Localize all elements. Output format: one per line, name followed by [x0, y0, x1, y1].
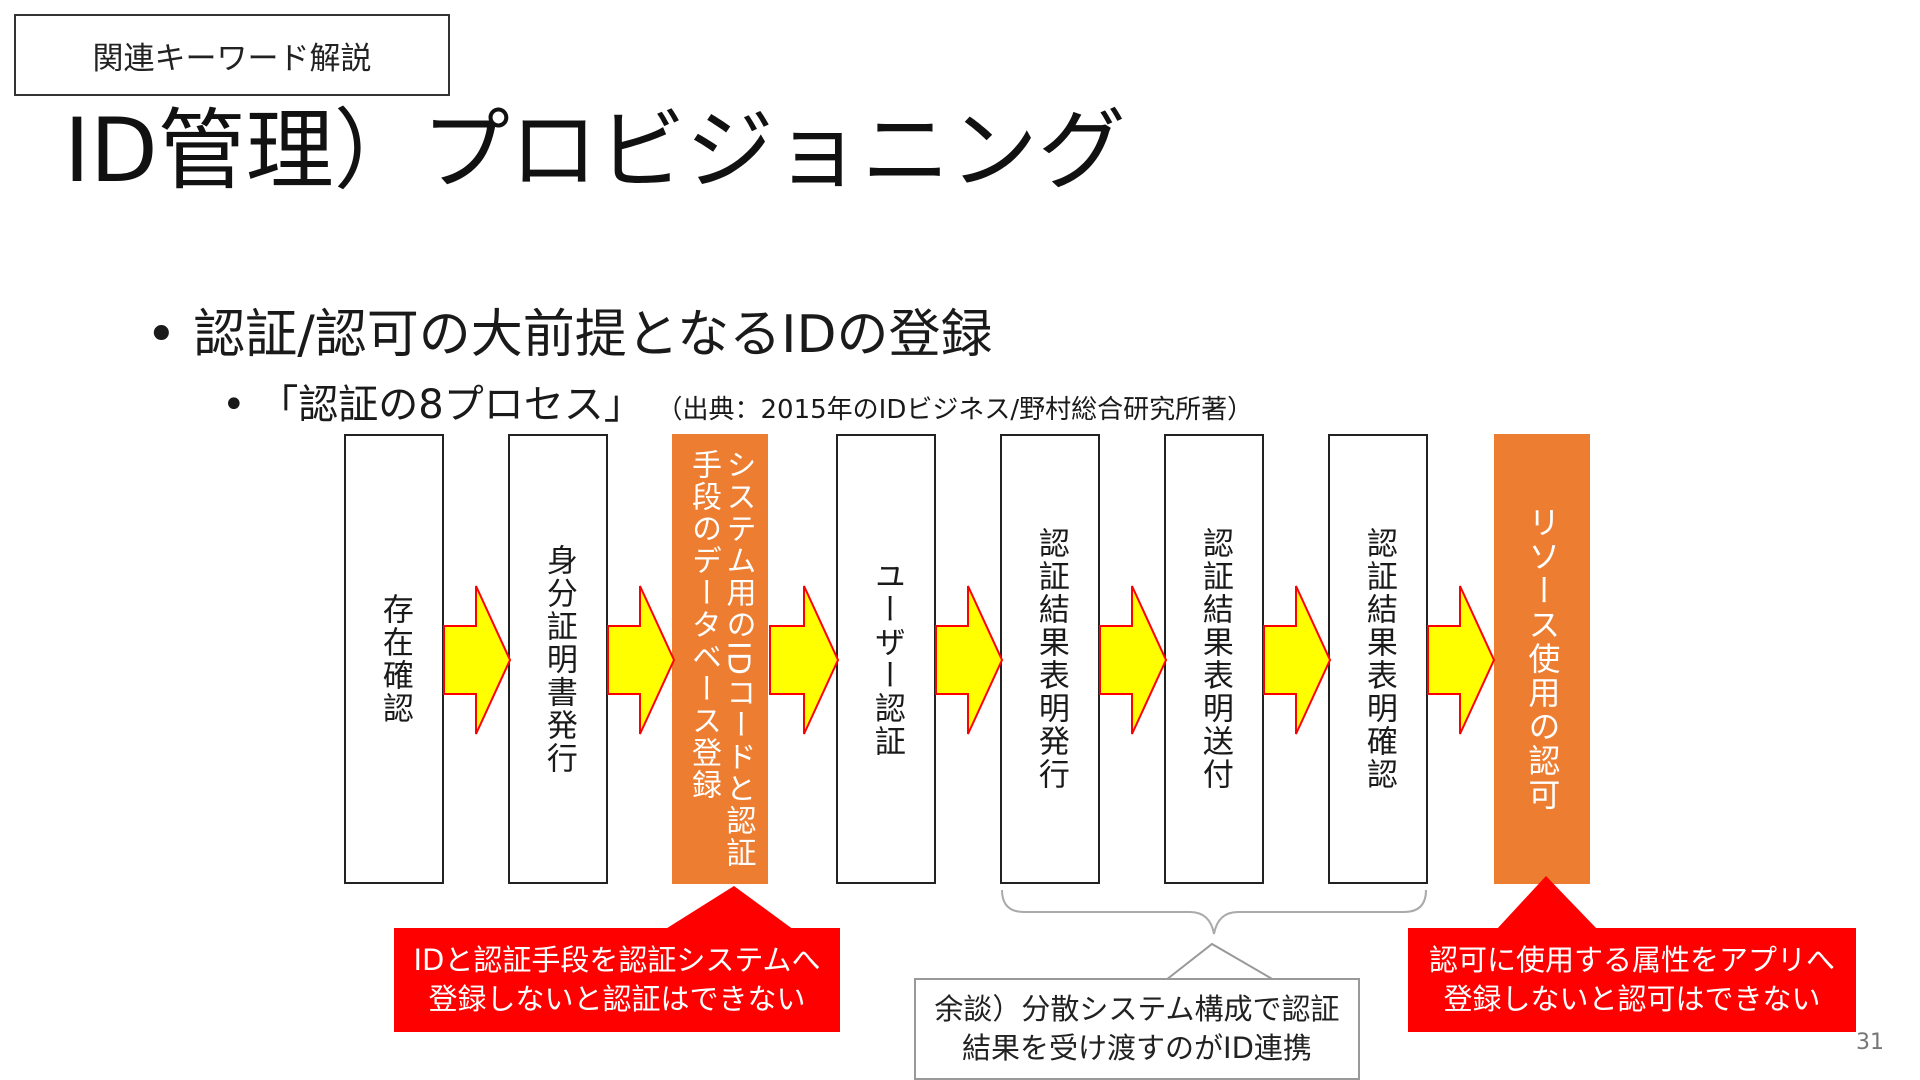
- callout-pointer-center: [1163, 942, 1278, 981]
- callout-left: IDと認証手段を認証システムへ登録しないと認証はできない: [394, 928, 840, 1032]
- callout-right-line1: 認可に使用する属性をアプリへ: [1428, 942, 1835, 977]
- arrow-icon: [1263, 585, 1332, 735]
- bullet-level2-text: 「認証の8プロセス」: [258, 382, 644, 428]
- arrow-icon: [769, 585, 840, 735]
- step-label-3-line1: システム用のIDコードと認証: [720, 449, 756, 869]
- callout-center-line1: 余談）分散システム構成で認証: [934, 991, 1340, 1026]
- arrow-icon: [607, 585, 676, 735]
- bullet-level2: • 「認証の8プロセス」 （出典：2015年のIDビジネス/野村総合研究所著）: [222, 372, 1253, 430]
- callout-left-line2: 登録しないと認証はできない: [428, 982, 806, 1016]
- callout-center-line2: 結果を受け渡すのがID連携: [962, 1031, 1312, 1065]
- step-box-5: 認証結果表明発行: [1000, 434, 1100, 884]
- step-label-3: システム用のIDコードと認証手段のデータベース登録: [686, 449, 756, 869]
- header-tag-label: 関連キーワード解説: [92, 40, 372, 77]
- callout-right: 認可に使用する属性をアプリへ登録しないと認可はできない: [1408, 928, 1856, 1032]
- step-box-7: 認証結果表明確認: [1328, 434, 1428, 884]
- bullet-mark: •: [146, 305, 177, 365]
- callout-center: 余談）分散システム構成で認証結果を受け渡すのがID連携: [914, 978, 1360, 1080]
- step-label-2: 身分証明書発行: [540, 543, 577, 775]
- step-box-3: システム用のIDコードと認証手段のデータベース登録: [672, 434, 768, 884]
- process-arrows: [443, 585, 1496, 735]
- arrow-icon: [1099, 585, 1168, 735]
- header-tag: 関連キーワード解説: [14, 14, 450, 96]
- step-label-8: リソース使用の認可: [1523, 506, 1562, 812]
- callout-right-line2: 登録しないと認可はできない: [1443, 982, 1821, 1016]
- step-label-4: ユーザー認証: [868, 560, 905, 758]
- page-number: 31: [1856, 1030, 1884, 1055]
- step-box-2: 身分証明書発行: [508, 434, 608, 884]
- step-label-1: 存在確認: [376, 593, 413, 725]
- callout-pointer-left: [664, 886, 794, 930]
- bullet-level2-source: （出典：2015年のIDビジネス/野村総合研究所著）: [656, 395, 1254, 425]
- step-label-6: 認証結果表明送付: [1196, 527, 1233, 791]
- bullet-level1: • 認証/認可の大前提となるIDの登録: [146, 292, 993, 367]
- brace-icon: [1001, 889, 1427, 935]
- bullet-level1-text: 認証/認可の大前提となるIDの登録: [193, 305, 993, 365]
- step-label-5: 認証結果表明発行: [1032, 527, 1069, 791]
- callout-left-line1: IDと認証手段を認証システムへ: [413, 942, 821, 977]
- step-box-8: リソース使用の認可: [1494, 434, 1590, 884]
- step-label-7: 認証結果表明確認: [1360, 527, 1397, 791]
- step-label-3-line2: 手段のデータベース登録: [686, 449, 721, 802]
- arrow-icon: [443, 585, 512, 735]
- bullet-mark: •: [222, 382, 246, 428]
- callout-pointer-right: [1496, 876, 1598, 930]
- arrow-icon: [1427, 585, 1496, 735]
- page-title: ID管理）プロビジョニング: [64, 99, 1126, 202]
- arrow-icon: [935, 585, 1004, 735]
